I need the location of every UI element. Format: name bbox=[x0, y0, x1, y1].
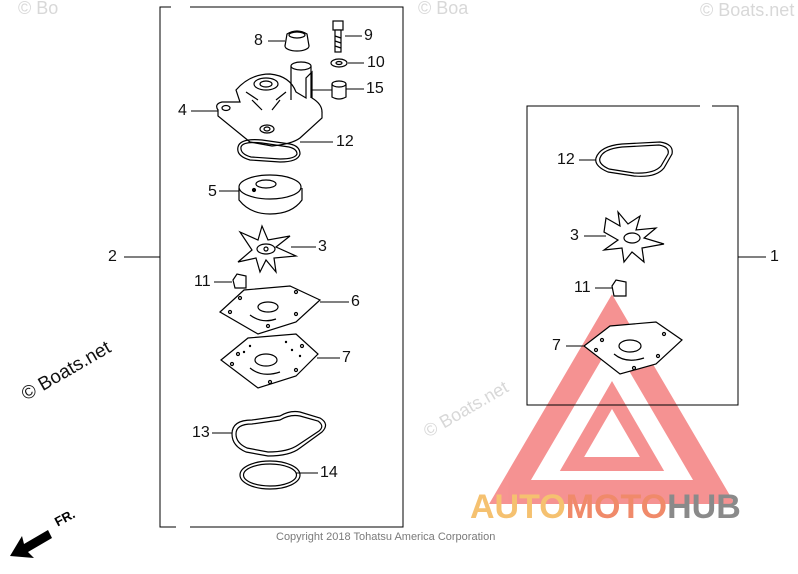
callout-9: 9 bbox=[364, 27, 373, 44]
callout-4: 4 bbox=[178, 102, 187, 119]
brand-hub: HUB bbox=[667, 488, 741, 526]
part-14-oring bbox=[239, 460, 301, 490]
callout-7-left: 7 bbox=[342, 349, 351, 366]
callout-1: 1 bbox=[770, 248, 779, 265]
brand-auto: AUTO bbox=[470, 488, 566, 526]
callout-6: 6 bbox=[351, 293, 360, 310]
leader-lines bbox=[124, 35, 766, 474]
part-13-gasket bbox=[231, 410, 327, 457]
part-12-oring-left bbox=[237, 139, 301, 163]
callout-8: 8 bbox=[254, 32, 263, 49]
part-8-grommet bbox=[284, 30, 310, 52]
callout-3-right: 3 bbox=[570, 227, 579, 244]
part-11-key-left bbox=[232, 273, 247, 289]
callout-11-left: 11 bbox=[194, 273, 211, 290]
callout-12-right: 12 bbox=[557, 151, 575, 168]
frame-right-group bbox=[526, 105, 739, 406]
part-10-washer bbox=[330, 58, 348, 68]
part-7-gasket-right bbox=[583, 321, 683, 375]
callout-5: 5 bbox=[208, 183, 217, 200]
part-4-pump-housing bbox=[216, 61, 323, 147]
callout-3-left: 3 bbox=[318, 238, 327, 255]
part-11-key-right bbox=[611, 279, 627, 297]
callout-15: 15 bbox=[366, 80, 384, 97]
callout-13: 13 bbox=[192, 424, 210, 441]
watermark-boats-top-mid: © Boa bbox=[418, 0, 469, 18]
part-3-impeller-right bbox=[601, 209, 665, 264]
callout-7-right: 7 bbox=[552, 337, 561, 354]
callout-2: 2 bbox=[108, 248, 117, 265]
part-6-plate bbox=[218, 285, 322, 335]
brand-moto: MOTO bbox=[565, 488, 668, 526]
brand-wordmark: AUTOMOTOHUB bbox=[470, 490, 741, 524]
part-9-bolt bbox=[332, 20, 344, 53]
watermark-boats-right: © Boats.net bbox=[700, 0, 795, 20]
callout-14: 14 bbox=[320, 464, 338, 481]
copyright-notice: Copyright 2018 Tohatsu America Corporati… bbox=[276, 531, 496, 543]
frame-left-group bbox=[159, 6, 404, 528]
part-15-collar bbox=[331, 80, 347, 100]
callout-11-right: 11 bbox=[574, 279, 591, 296]
part-12-oring-right bbox=[595, 141, 673, 177]
callout-12-left: 12 bbox=[336, 133, 354, 150]
watermark-boats-top-left: © Bo bbox=[18, 0, 59, 18]
callout-10: 10 bbox=[367, 54, 385, 71]
part-7-gasket-left bbox=[220, 333, 319, 389]
front-direction-arrow bbox=[10, 530, 52, 558]
part-5-insert bbox=[238, 174, 303, 215]
part-3-impeller-left bbox=[237, 224, 299, 275]
